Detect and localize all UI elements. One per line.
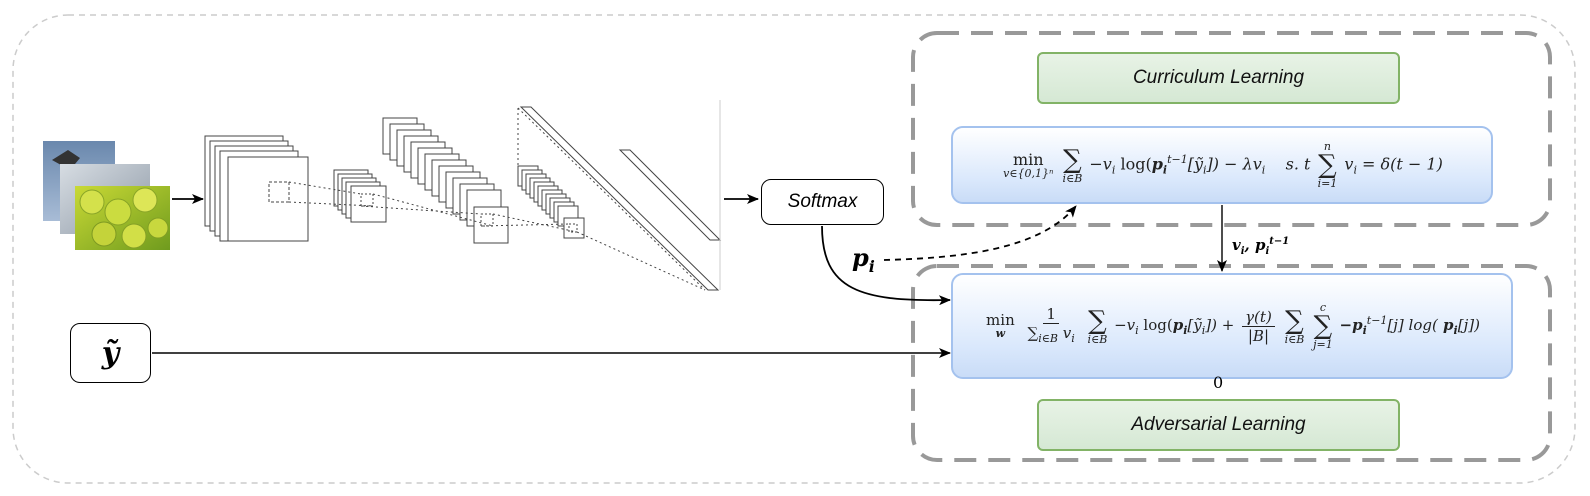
noisy-label-text: ỹ (101, 335, 120, 371)
input-images (43, 141, 170, 250)
arrow-softmax-to-adversarial (821, 225, 951, 306)
curriculum-module-frame (911, 31, 1552, 227)
adversarial-learning-text: Adversarial Learning (1131, 414, 1306, 435)
curriculum-learning-text: Curriculum Learning (1132, 67, 1305, 88)
zero-label: 0 (1213, 373, 1224, 392)
softmax-text: Softmax (787, 191, 858, 212)
arrow-p-to-curriculum (883, 205, 1077, 261)
cnn-layers (204, 117, 585, 244)
noisy-label-node: ỹ (70, 323, 151, 383)
adversarial-learning-label: Adversarial Learning (1037, 399, 1400, 451)
outer-container (12, 14, 1576, 484)
adversarial-module-frame (911, 264, 1552, 462)
transfer-label: vi, pit−1 (1232, 236, 1290, 257)
curriculum-learning-label: Curriculum Learning (1037, 52, 1400, 104)
softmax-node: Softmax (761, 179, 884, 225)
p-i-label: pi (852, 243, 875, 276)
receptive-field-lines (288, 107, 706, 291)
